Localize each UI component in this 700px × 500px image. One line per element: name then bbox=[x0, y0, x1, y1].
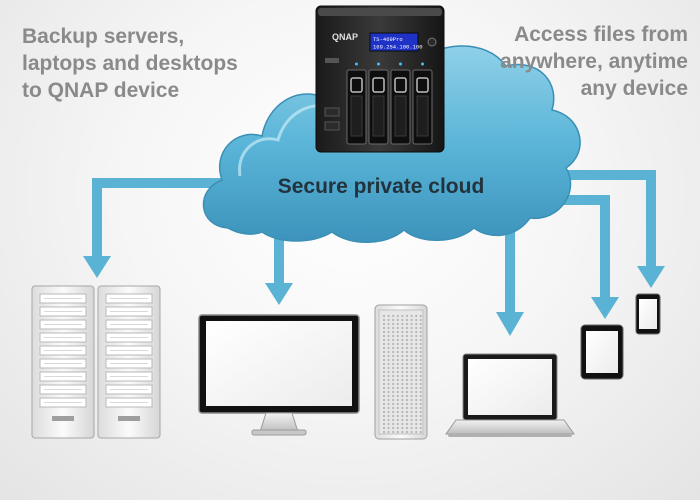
drive-bay-icon bbox=[368, 62, 389, 145]
nas-power-button bbox=[427, 37, 437, 47]
arrow-to-phone bbox=[520, 170, 665, 288]
server-icon bbox=[31, 285, 95, 439]
monitor-icon bbox=[198, 314, 360, 436]
drive-bay-icon bbox=[390, 62, 411, 145]
arrow-to-servers bbox=[83, 178, 252, 278]
tower-grille bbox=[382, 314, 422, 434]
cloud-label: Secure private cloud bbox=[277, 175, 485, 198]
tablet-icon bbox=[580, 324, 624, 380]
backup-caption: Backup servers, laptops and desktops to … bbox=[22, 23, 238, 104]
laptop-icon bbox=[445, 353, 575, 437]
tower-pc-icon bbox=[374, 304, 428, 440]
arrow-to-desktop bbox=[265, 205, 293, 305]
phone-icon bbox=[635, 293, 661, 335]
nas-brand-logo: QNAP bbox=[332, 32, 358, 42]
server-icon bbox=[97, 285, 161, 439]
nas-device-icon: QNAP TS-469Pro 169.254.100.100 bbox=[315, 5, 445, 153]
caption-line: to QNAP device bbox=[22, 79, 180, 102]
nas-lcd-display bbox=[369, 32, 419, 52]
nas-lcd-line: 169.254.100.100 bbox=[373, 44, 423, 51]
caption-line: any device bbox=[580, 77, 688, 100]
caption-line: Access files from bbox=[514, 23, 688, 46]
arrow-to-tablet bbox=[530, 195, 619, 319]
nas-drive-bays bbox=[346, 62, 433, 145]
caption-line: anywhere, anytime bbox=[500, 50, 688, 73]
drive-bay-icon bbox=[412, 62, 433, 145]
access-caption: Access files from anywhere, anytime any … bbox=[500, 21, 688, 102]
drive-bay-icon bbox=[346, 62, 367, 145]
caption-line: Backup servers, bbox=[22, 25, 185, 48]
nas-lcd-line: TS-469Pro bbox=[373, 36, 403, 43]
caption-line: laptops and desktops bbox=[22, 52, 238, 75]
